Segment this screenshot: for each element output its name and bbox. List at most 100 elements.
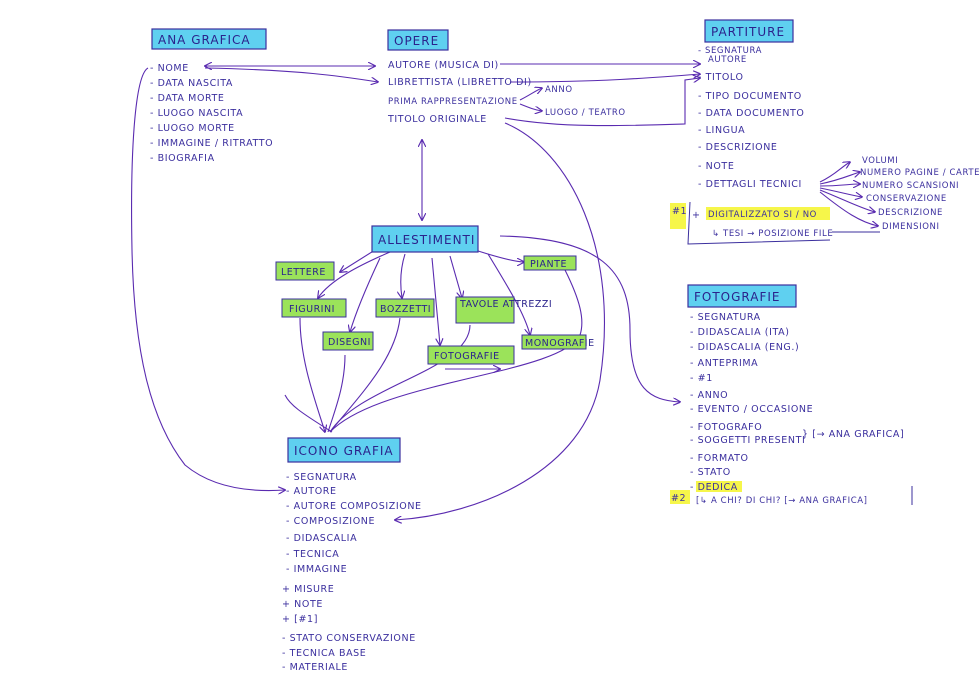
allestimenti-fotografie-link — [499, 235, 680, 402]
to-figurini — [318, 251, 391, 298]
iconografia-item: + MISURE — [282, 584, 334, 595]
figurini-box — [281, 298, 347, 318]
child-monografie: MONOGRAFIE — [525, 338, 595, 349]
iconografia-item: - IMMAGINE — [286, 564, 347, 575]
fotografie-title-box — [687, 284, 797, 308]
partiture-item: - DATA DOCUMENTO — [698, 108, 805, 119]
opere-title-box — [387, 29, 449, 51]
disegni-box — [322, 331, 374, 351]
fotografie-to-anagrafica: } [→ ANA GRAFICA] — [802, 429, 904, 440]
anagrafica-item: - DATA MORTE — [150, 93, 225, 104]
tech-scansioni — [819, 184, 860, 186]
anagrafica-item: - NOME — [150, 63, 189, 74]
tech-item: NUMERO PAGINE / CARTE — [860, 168, 980, 178]
child-figurini: FIGURINI — [289, 304, 335, 315]
opere-sub-luogo: LUOGO / TEATRO — [545, 108, 626, 118]
tavole-iconografia — [329, 324, 471, 433]
partiture-item: - TITOLO — [698, 72, 744, 83]
tech-item: DIMENSIONI — [882, 222, 940, 232]
anagrafica-title: ANA GRAFICA — [158, 33, 251, 47]
tech-pagine — [819, 172, 860, 185]
partiture-item: - LINGUA — [698, 125, 745, 136]
iconografia-item: - AUTORE COMPOSIZIONE — [286, 501, 422, 512]
fotografie-dedica-detail: [↳ A CHI? DI CHI? [→ ANA GRAFICA] — [696, 496, 868, 506]
iconografia-item: - TECNICA BASE — [282, 648, 366, 659]
iconografia-item: - MATERIALE — [282, 662, 348, 673]
tech-descrizione — [819, 189, 875, 212]
opere-item: AUTORE (MUSICA DI) — [388, 60, 499, 71]
opere-item: TITOLO ORIGINALE — [387, 114, 487, 125]
partiture-digitalizzato: DIGITALIZZATO SI / NO — [708, 210, 817, 220]
anagrafica-item: - LUOGO NASCITA — [150, 108, 243, 119]
anagrafica-item: - BIOGRAFIA — [150, 153, 215, 164]
anagrafica-item: - DATA NASCITA — [150, 78, 233, 89]
partiture-tesi: ↳ TESI → POSIZIONE FILE — [712, 229, 833, 239]
partiture-item: - TIPO DOCUMENTO — [698, 91, 802, 102]
iconografia-item: - SEGNATURA — [286, 472, 357, 483]
tech-item: CONSERVAZIONE — [866, 194, 947, 204]
anagrafica-iconografia-link — [131, 67, 285, 491]
fotografie-item: - SEGNATURA — [690, 312, 761, 323]
partiture-marker-highlight — [670, 203, 686, 229]
opere-block: OPERE AUTORE (MUSICA DI) LIBRETTISTA (LI… — [387, 29, 626, 125]
partiture-block: PARTITURE - SEGNATURA AUTORE - TITOLO - … — [670, 19, 980, 239]
iconografia-item: + NOTE — [282, 599, 323, 610]
child-lettere: LETTERE — [281, 267, 326, 278]
fotografie-block: FOTOGRAFIE - SEGNATURA - DIDASCALIA (ITA… — [670, 284, 904, 506]
monografie-box — [521, 334, 587, 350]
fotografie-item: - EVENTO / OCCASIONE — [690, 404, 813, 415]
bozzetti-box — [375, 298, 435, 318]
piante-iconografia — [329, 269, 583, 433]
iconografia-item: - AUTORE — [286, 486, 337, 497]
opere-sub-anno: ANNO — [545, 85, 573, 95]
disegni-iconografia — [327, 354, 346, 433]
fotografie-title: FOTOGRAFIE — [694, 290, 781, 304]
nome-librettista-link — [204, 67, 378, 82]
partiture-item: - DESCRIZIONE — [698, 142, 778, 153]
child-piante: PIANTE — [530, 259, 567, 270]
partiture-item: - SEGNATURA — [698, 46, 762, 56]
iconografia-title-box — [287, 437, 401, 463]
partiture-plus: + — [692, 210, 701, 221]
partiture-title: PARTITURE — [711, 25, 785, 39]
piante-box — [523, 255, 577, 271]
partiture-marker-bracket — [687, 201, 831, 245]
allestimenti-block: ALLESTIMENTI LETTERE FIGURINI BOZZETTI T… — [275, 225, 595, 365]
allestimenti-title-box — [371, 225, 479, 253]
to-bozzetti — [401, 253, 406, 298]
titolo-partiture-link — [504, 78, 700, 127]
fotografie-small-box — [427, 345, 515, 365]
partiture-marker: #1 — [672, 206, 687, 217]
iconografia-item: - COMPOSIZIONE — [286, 516, 375, 527]
fotografie-item: - FOTOGRAFO — [690, 422, 762, 433]
child-bozzetti: BOZZETTI — [380, 304, 431, 315]
iconografia-title: ICONO GRAFIA — [294, 444, 394, 458]
fotografie-item: - #1 — [690, 373, 713, 384]
connectors — [131, 64, 913, 520]
partiture-item: AUTORE — [708, 55, 747, 65]
lettere-box — [275, 261, 335, 281]
partiture-item: - DETTAGLI TECNICI — [698, 179, 802, 190]
to-lettere — [340, 249, 376, 272]
child-fotografie: FOTOGRAFIE — [434, 351, 500, 362]
librettista-partiture-link — [509, 74, 700, 83]
child-tavole: TAVOLE ATTREZZI — [459, 299, 552, 310]
fotografie-item: - DIDASCALIA (ENG.) — [690, 342, 799, 353]
anagrafica-title-box — [151, 28, 267, 50]
fotografie-item: - ANNO — [690, 390, 728, 401]
prima-anno-link — [519, 88, 542, 101]
tech-item: DESCRIZIONE — [878, 208, 943, 218]
iconografia-item: - STATO CONSERVAZIONE — [282, 633, 416, 644]
to-fotografie-small — [431, 257, 440, 345]
to-disegni — [350, 257, 381, 332]
opere-item: LIBRETTISTA (LIBRETTO DI) — [388, 77, 532, 88]
partiture-title-box — [704, 19, 794, 43]
tech-dimensioni — [819, 191, 878, 226]
to-piante — [474, 249, 524, 262]
iconografia-block: ICONO GRAFIA - SEGNATURA - AUTORE - AUTO… — [282, 437, 422, 673]
prima-luogo-link — [519, 103, 542, 111]
titolo-composizione-link — [395, 122, 605, 520]
iconografia-join — [284, 394, 333, 433]
dedica-highlight — [696, 481, 742, 492]
